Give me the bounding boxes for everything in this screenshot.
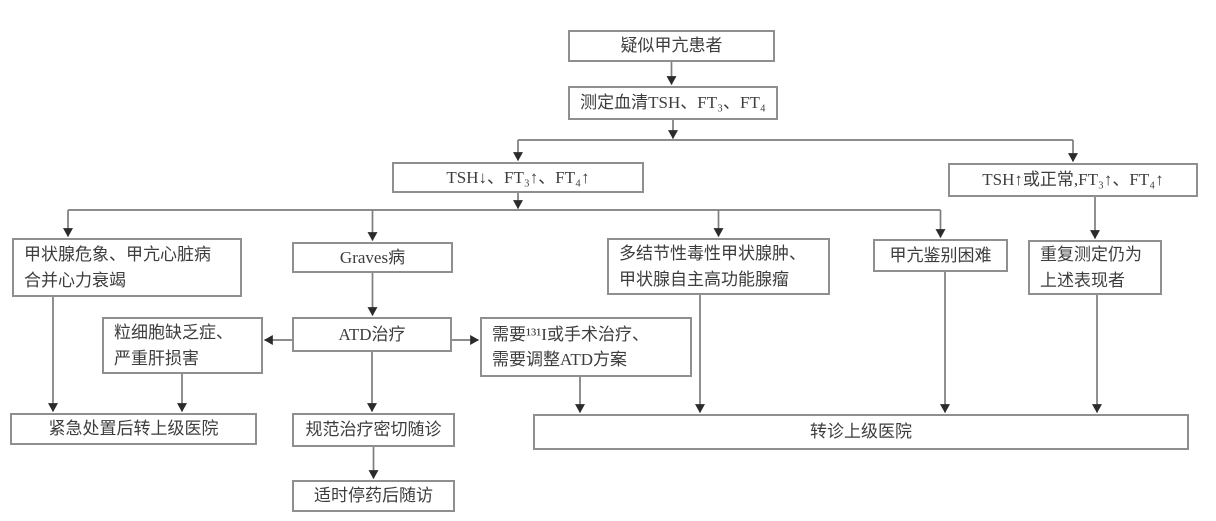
node-label: 合并心力衰竭: [24, 270, 126, 290]
node-emergency-transfer: 紧急处置后转上级医院: [10, 413, 257, 445]
node-thyroid-crisis: 甲状腺危象、甲亢心脏病 合并心力衰竭: [12, 238, 242, 297]
node-tsh-low: TSH↓、FT₃↑、FT₄↑: [392, 162, 644, 193]
node-measure-serum: 测定血清TSH、FT₃、FT₄: [568, 86, 778, 120]
node-radioiodine-or-surgery: 需要¹³¹I或手术治疗、 需要调整ATD方案: [480, 317, 692, 377]
node-label: TSH↑或正常,FT₃↑、FT₄↑: [982, 170, 1164, 190]
node-label: 重复测定仍为: [1040, 245, 1142, 264]
node-label: 甲状腺危象、甲亢心脏病: [24, 245, 211, 264]
node-label: Graves病: [339, 247, 406, 267]
node-label: 适时停药后随访: [314, 486, 433, 506]
node-label: 转诊上级医院: [810, 422, 912, 442]
node-graves-disease: Graves病: [292, 242, 453, 273]
node-label: 多结节性毒性甲状腺肿、: [619, 244, 806, 263]
node-label: TSH↓、FT₃↑、FT₄↑: [446, 167, 590, 187]
node-label: 上述表现者: [1040, 270, 1125, 290]
node-label: 甲状腺自主高功能腺瘤: [619, 269, 789, 289]
node-label: 粒细胞缺乏症、: [114, 323, 233, 342]
node-label: 甲亢鉴别困难: [889, 245, 992, 265]
node-referral-to-higher-hospital: 转诊上级医院: [533, 414, 1189, 450]
node-label: 规范治疗密切随诊: [305, 420, 442, 440]
node-label: 需要调整ATD方案: [492, 350, 628, 369]
node-label: 测定血清TSH、FT₃、FT₄: [580, 93, 766, 113]
node-tsh-high-or-normal: TSH↑或正常,FT₃↑、FT₄↑: [948, 163, 1198, 197]
node-label: 需要¹³¹I或手术治疗、: [492, 324, 649, 344]
node-differential-difficulty: 甲亢鉴别困难: [873, 239, 1008, 272]
node-standard-treatment-followup: 规范治疗密切随诊: [292, 413, 455, 447]
node-repeat-abnormal: 重复测定仍为 上述表现者: [1028, 240, 1162, 295]
node-label: ATD治疗: [338, 324, 406, 344]
node-suspected-patient: 疑似甲亢患者: [568, 30, 775, 62]
node-label: 严重肝损害: [114, 348, 199, 368]
node-agranulocytosis: 粒细胞缺乏症、 严重肝损害: [102, 317, 263, 374]
node-label: 紧急处置后转上级医院: [48, 419, 219, 439]
node-stop-medication-followup: 适时停药后随访: [292, 480, 455, 512]
node-toxic-nodular-goiter: 多结节性毒性甲状腺肿、 甲状腺自主高功能腺瘤: [607, 238, 830, 295]
node-label: 疑似甲亢患者: [620, 36, 723, 56]
node-atd-therapy: ATD治疗: [292, 317, 452, 352]
